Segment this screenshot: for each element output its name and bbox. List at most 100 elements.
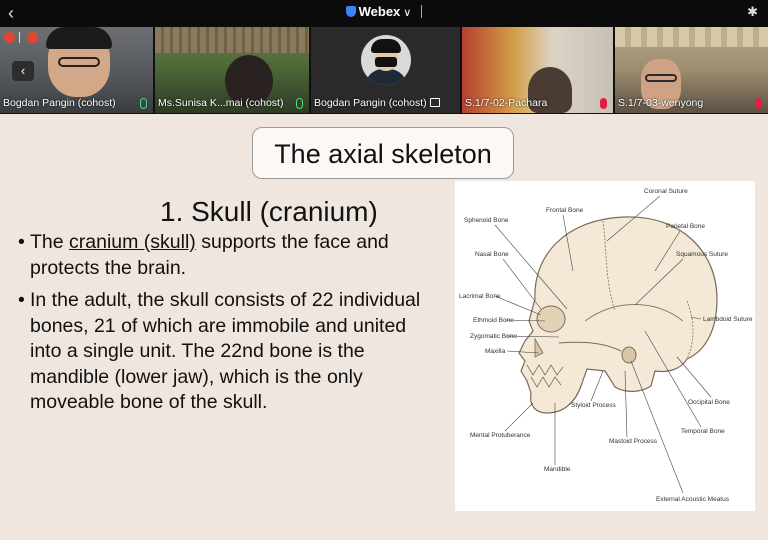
leader-sphenoid bbox=[494, 224, 568, 310]
recording-icon bbox=[4, 32, 15, 43]
bluetooth-icon: ✱ bbox=[747, 4, 758, 19]
slide-heading: 1. Skull (cranium) bbox=[160, 196, 378, 227]
secure-shield-icon bbox=[345, 6, 356, 17]
bullet-text-pre: The bbox=[30, 231, 70, 253]
coronal-suture-line bbox=[602, 220, 616, 312]
label-temporal-bone: Temporal Bone bbox=[681, 428, 725, 435]
participant-video-head bbox=[225, 55, 273, 107]
leader-parietal bbox=[654, 230, 681, 272]
participant-video-glasses bbox=[645, 74, 677, 82]
leader-mastoid bbox=[624, 370, 628, 438]
top-bar: ‹ Webex∨ ✱ bbox=[0, 0, 768, 26]
label-mental-protuberance: Mental Protuberance bbox=[470, 432, 531, 439]
participant-video bbox=[528, 67, 572, 113]
leader-lines bbox=[494, 195, 712, 494]
bullet-text: The cranium (skull) supports the face an… bbox=[18, 230, 438, 281]
avatar-hair bbox=[371, 39, 401, 53]
participant-name: Bogdan Pangin (cohost) bbox=[3, 97, 116, 109]
leader-lacrimal bbox=[494, 295, 542, 316]
slide-title-box: The axial skeleton bbox=[252, 127, 514, 179]
upper-teeth bbox=[526, 364, 564, 376]
title-divider bbox=[421, 5, 423, 18]
label-parietal-bone: Parietal Bone bbox=[666, 223, 705, 230]
eye-orbit bbox=[536, 305, 566, 333]
participant-tile[interactable]: S.1/7-02-Pachara bbox=[462, 27, 613, 113]
chevron-down-icon: ∨ bbox=[403, 7, 412, 19]
label-external-acoustic-meatus: External Acoustic Meatus bbox=[656, 496, 730, 503]
leader-ethmoid bbox=[504, 319, 546, 322]
participant-name-text: Bogdan Pangin (cohost) bbox=[314, 97, 427, 109]
label-lambdoid-suture: Lambdoid Suture bbox=[703, 316, 753, 323]
label-occipital-bone: Occipital Bone bbox=[688, 399, 730, 406]
record-dot-icon bbox=[27, 32, 38, 43]
participant-strip: ‹ Bogdan Pangin (cohost) Ms.Sunisa K...m… bbox=[0, 27, 768, 114]
label-sphenoid-bone: Sphenoid Bone bbox=[464, 217, 509, 224]
mic-unmuted-icon bbox=[140, 98, 147, 109]
participant-video-glasses bbox=[58, 57, 100, 67]
participant-name: Ms.Sunisa K...mai (cohost) bbox=[158, 97, 284, 109]
leader-lambdoid bbox=[690, 316, 702, 320]
cranium-link: cranium (skull) bbox=[69, 231, 196, 253]
skull-outline bbox=[518, 216, 718, 414]
participant-tile[interactable]: Ms.Sunisa K...mai (cohost) bbox=[155, 27, 309, 113]
lower-teeth bbox=[530, 376, 562, 388]
participant-tile[interactable]: ‹ Bogdan Pangin (cohost) bbox=[0, 27, 153, 113]
label-styloid-process: Styloid Process bbox=[571, 402, 617, 409]
skull-diagram: Coronal Suture Frontal Bone Sphenoid Bon… bbox=[455, 181, 755, 511]
leader-zygomatic bbox=[506, 335, 560, 338]
skull-svg: Coronal Suture Frontal Bone Sphenoid Bon… bbox=[459, 188, 753, 503]
participant-tile[interactable]: S.1/7-03-wenyong bbox=[615, 27, 768, 113]
mic-unmuted-icon bbox=[296, 98, 303, 109]
leader-squamous bbox=[634, 258, 684, 306]
shared-slide: The axial skeleton 1. Skull (cranium) • … bbox=[0, 114, 768, 540]
leader-nasal bbox=[502, 258, 542, 310]
label-lacrimal-bone: Lacrimal Bone bbox=[459, 293, 501, 300]
participant-video-face bbox=[641, 59, 681, 109]
participant-video-hair bbox=[46, 27, 112, 49]
ear-meatus bbox=[621, 346, 637, 364]
participant-video bbox=[155, 27, 309, 53]
label-maxilla: Maxilla bbox=[485, 348, 506, 355]
leader-occipital bbox=[676, 356, 712, 398]
bullet-text-post: supports the face and protects the brain… bbox=[30, 231, 389, 279]
share-screen-icon bbox=[429, 98, 440, 107]
label-mastoid-process: Mastoid Process bbox=[609, 438, 658, 445]
bullet-text: In the adult, the skull consists of 22 i… bbox=[30, 289, 421, 413]
participant-name: S.1/7-02-Pachara bbox=[465, 97, 548, 109]
avatar-body bbox=[365, 69, 407, 85]
participant-tile[interactable]: Bogdan Pangin (cohost) bbox=[311, 27, 460, 113]
leader-temporal bbox=[644, 330, 702, 428]
avatar bbox=[361, 35, 411, 85]
squamous-suture-line bbox=[584, 304, 684, 322]
label-coronal-suture: Coronal Suture bbox=[644, 188, 688, 195]
leader-styloid bbox=[590, 370, 604, 402]
meeting-title[interactable]: Webex∨ bbox=[0, 4, 768, 19]
label-mandible: Mandible bbox=[544, 466, 571, 473]
app-title: Webex bbox=[358, 4, 401, 19]
lambdoid-suture-line bbox=[686, 300, 694, 360]
label-frontal-bone: Frontal Bone bbox=[546, 207, 584, 214]
participant-name: Bogdan Pangin (cohost) bbox=[314, 97, 440, 109]
scroll-left-button[interactable]: ‹ bbox=[12, 61, 34, 81]
mic-muted-icon bbox=[600, 98, 607, 109]
leader-maxilla bbox=[506, 350, 540, 354]
status-divider bbox=[19, 32, 20, 43]
mic-muted-icon bbox=[755, 98, 762, 109]
leader-meatus bbox=[630, 360, 684, 494]
label-nasal-bone: Nasal Bone bbox=[475, 251, 509, 258]
bullet-dot: • bbox=[18, 231, 25, 253]
participant-video bbox=[615, 27, 768, 47]
label-ethmoid-bone: Ethmoid Bone bbox=[473, 317, 514, 324]
label-squamous-suture: Squamous Suture bbox=[676, 251, 728, 258]
leader-mental bbox=[504, 402, 534, 432]
leader-coronal bbox=[606, 195, 661, 242]
slide-title: The axial skeleton bbox=[274, 139, 492, 169]
nasal-cavity bbox=[534, 337, 544, 358]
label-zygomatic-bone: Zygomatic Bone bbox=[470, 333, 517, 340]
bullet-item: • In the adult, the skull consists of 22… bbox=[18, 288, 438, 416]
avatar-mask bbox=[375, 57, 397, 67]
bullet-dot: • bbox=[18, 289, 25, 311]
back-chevron-icon[interactable]: ‹ bbox=[8, 3, 14, 23]
zygomatic-arch bbox=[558, 341, 622, 352]
